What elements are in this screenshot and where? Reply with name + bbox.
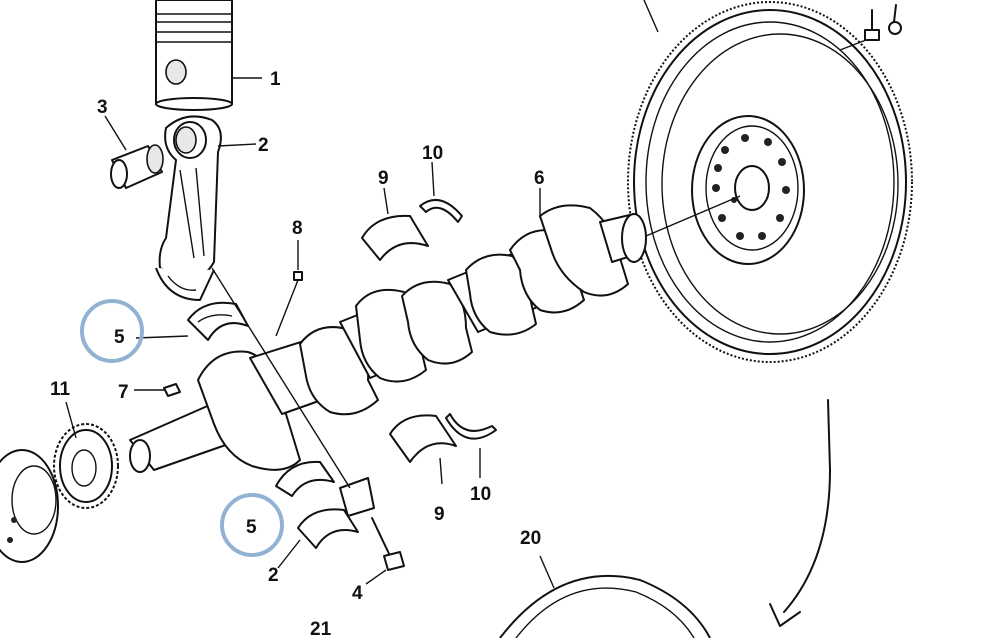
bearing-shell-lower — [275, 460, 375, 549]
callout-8: 8 — [292, 218, 303, 239]
flywheel — [627, 1, 913, 363]
key — [134, 383, 181, 397]
callout-10-top: 10 — [422, 143, 443, 164]
callout-9-top: 9 — [378, 168, 389, 189]
bearing-shell-upper — [135, 301, 249, 341]
callout-7: 7 — [118, 382, 129, 403]
pulley — [499, 555, 711, 638]
thrust-washer-upper — [419, 161, 463, 223]
highlight-circle-upper — [80, 299, 144, 363]
callout-2-top: 2 — [258, 135, 269, 156]
vibration-damper — [0, 449, 59, 563]
connecting-rod — [155, 115, 257, 301]
callout-5-lower: 5 — [246, 517, 257, 538]
dowel-pin — [275, 240, 303, 337]
callout-2-bottom: 2 — [268, 565, 279, 586]
callout-9-bottom: 9 — [434, 504, 445, 525]
thrust-washer-lower — [445, 413, 497, 478]
flywheel-bolt — [839, 4, 902, 51]
main-bearing-upper — [361, 187, 429, 261]
callout-6: 6 — [534, 168, 545, 189]
callout-20: 20 — [520, 528, 541, 549]
piston — [155, 0, 262, 111]
piston-pin — [104, 115, 164, 189]
crankshaft — [129, 188, 741, 473]
callout-4: 4 — [352, 583, 363, 604]
crankshaft-gear — [53, 401, 119, 509]
rod-bolt — [365, 517, 405, 585]
highlight-circle-lower — [220, 493, 284, 557]
callout-10-bottom: 10 — [470, 484, 491, 505]
callout-3: 3 — [97, 97, 108, 118]
main-bearing-lower — [389, 414, 457, 485]
callout-1: 1 — [270, 69, 281, 90]
callout-5-upper: 5 — [114, 327, 125, 348]
direction-arrow — [769, 399, 831, 627]
callout-11: 11 — [50, 379, 71, 400]
callout-21: 21 — [310, 619, 332, 638]
